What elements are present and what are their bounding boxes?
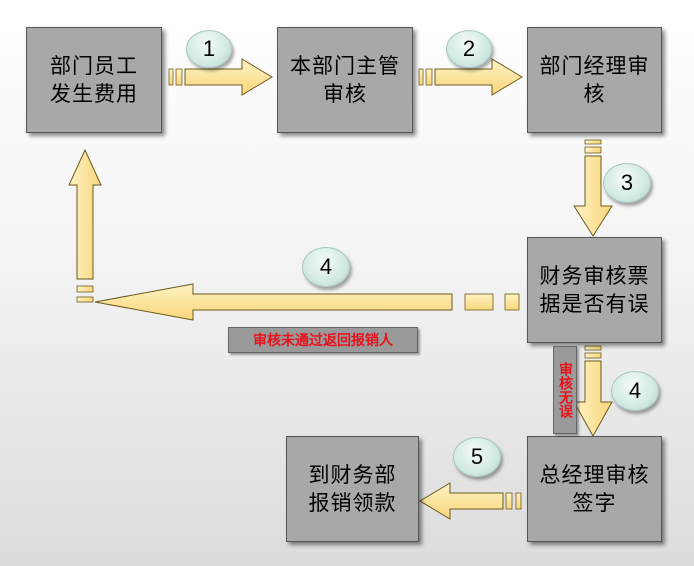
arrow-2 [418, 58, 523, 96]
step-badge-2: 2 [446, 30, 492, 68]
arrow-1 [168, 58, 273, 96]
step-badge-5: 5 [453, 437, 501, 477]
arrow-up-to-employee [68, 148, 102, 303]
node-employee-expense: 部门员工 发生费用 [26, 27, 162, 133]
node-reimburse-label: 到财务部 报销领款 [308, 463, 397, 515]
node-supervisor-review-label: 本部门主管 审核 [290, 54, 400, 106]
arrow-4-return [94, 283, 520, 321]
node-manager-review: 部门经理审 核 [527, 27, 662, 133]
node-finance-review-label: 财务审核票 据是否有误 [539, 264, 650, 316]
step-badge-4-return: 4 [302, 247, 350, 287]
step-badge-4-forward: 4 [611, 371, 659, 411]
step-badge-3: 3 [603, 163, 651, 203]
arrow-5 [419, 482, 522, 520]
step-badge-1: 1 [186, 30, 232, 68]
node-employee-expense-label: 部门员工 发生费用 [50, 54, 138, 106]
node-manager-review-label: 部门经理审 核 [539, 54, 650, 106]
arrow-4-forward [573, 345, 613, 438]
arrow-3 [573, 139, 613, 237]
node-reimburse: 到财务部 报销领款 [286, 436, 419, 542]
return-to-applicant-label: 审核未通过返回报销人 [228, 327, 418, 353]
node-gm-sign: 总经理审核 签字 [527, 436, 662, 542]
node-finance-review: 财务审核票 据是否有误 [527, 237, 662, 343]
no-error-label: 审核无误 [553, 346, 577, 434]
node-supervisor-review: 本部门主管 审核 [277, 27, 413, 133]
node-gm-sign-label: 总经理审核 签字 [539, 463, 650, 515]
